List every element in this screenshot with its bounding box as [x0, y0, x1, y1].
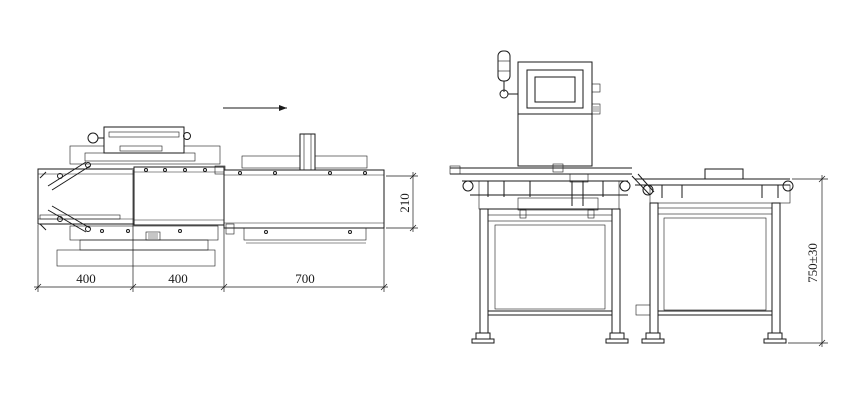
control-cabinet: [517, 61, 601, 167]
front-view: 750±30: [449, 50, 828, 347]
weighing-belt: [133, 165, 226, 226]
top-view: 400 400 700 210: [34, 105, 418, 292]
dimension-label-750: 750±30: [805, 243, 820, 283]
width-dimensions: 400 400 700: [34, 170, 388, 292]
front-conveyor: [449, 163, 794, 219]
dimension-label-400-a: 400: [76, 271, 96, 286]
touch-screen: [534, 76, 576, 103]
reject-belt: [223, 169, 385, 235]
height-dimension-210: 210: [386, 172, 418, 232]
height-dimension-750: 750±30: [788, 175, 828, 347]
rejector-unit: [299, 133, 316, 171]
dimension-label-400-b: 400: [168, 271, 188, 286]
stand-right: [635, 202, 787, 344]
dimension-label-700: 700: [295, 271, 315, 286]
infeed-belt: [37, 161, 135, 233]
signal-light: [497, 50, 518, 99]
dimension-label-210: 210: [397, 193, 412, 213]
weigh-head: [84, 126, 196, 162]
base-frame: [56, 225, 367, 267]
stand-left: [471, 208, 629, 344]
